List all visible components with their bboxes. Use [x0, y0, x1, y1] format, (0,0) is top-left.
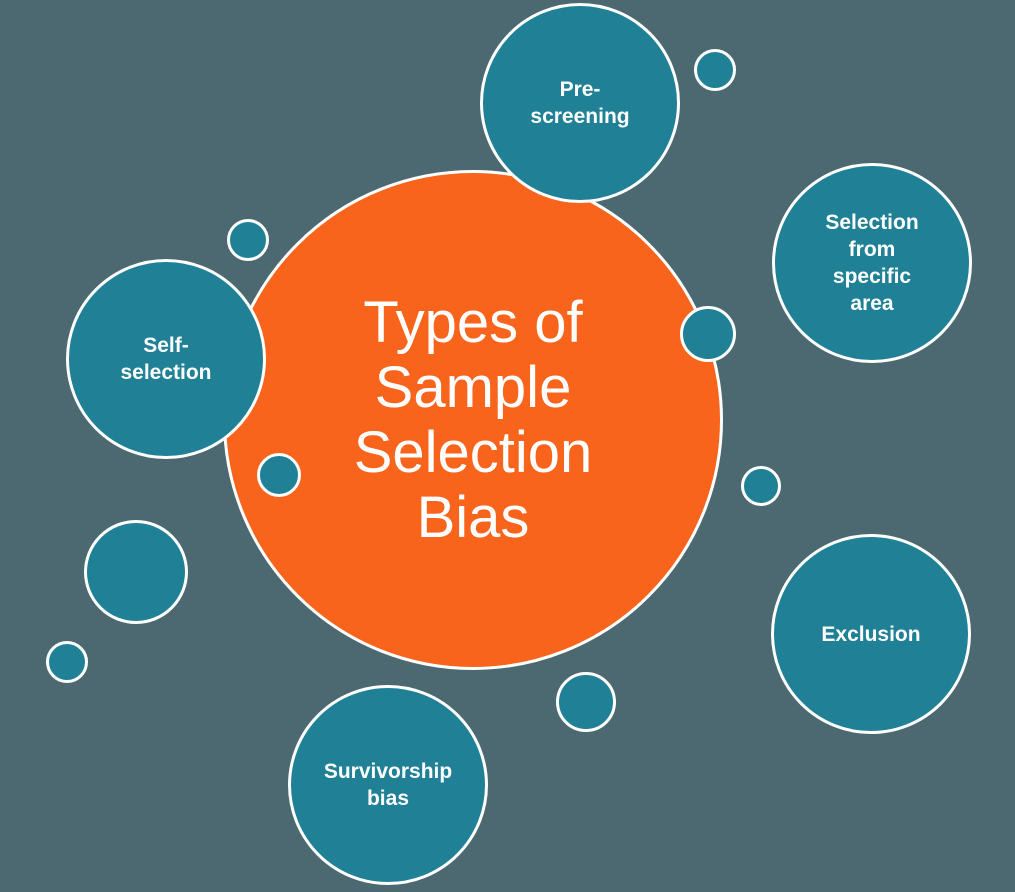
- circle-survivorship-bias: Survivorship bias: [288, 685, 488, 885]
- self-selection-label: Self- selection: [120, 334, 212, 384]
- decorative-bubble-8: [741, 466, 781, 506]
- circle-self-selection: Self- selection: [66, 259, 266, 459]
- decorative-bubble-7: [556, 672, 616, 732]
- decorative-bubble-5: [84, 520, 188, 624]
- pre-screening-label: Pre- screening: [530, 78, 630, 128]
- center-circle-label: Types of Sample Selection Bias: [353, 290, 593, 550]
- exclusion-label: Exclusion: [821, 622, 921, 646]
- decorative-bubble-2: [227, 219, 269, 261]
- decorative-bubble-6: [46, 641, 88, 683]
- circle-selection-from-specific-area: Selection from specific area: [772, 163, 972, 363]
- decorative-bubble-3: [680, 306, 736, 362]
- selection-from-specific-area-label: Selection from specific area: [825, 211, 919, 315]
- circle-exclusion: Exclusion: [771, 534, 971, 734]
- decorative-bubble-4: [257, 453, 301, 497]
- center-circle-types-of-sample-selection-bias: Types of Sample Selection Bias: [223, 170, 723, 670]
- circle-pre-screening: Pre- screening: [480, 3, 680, 203]
- decorative-bubble-1: [694, 49, 736, 91]
- survivorship-bias-label: Survivorship bias: [323, 760, 453, 810]
